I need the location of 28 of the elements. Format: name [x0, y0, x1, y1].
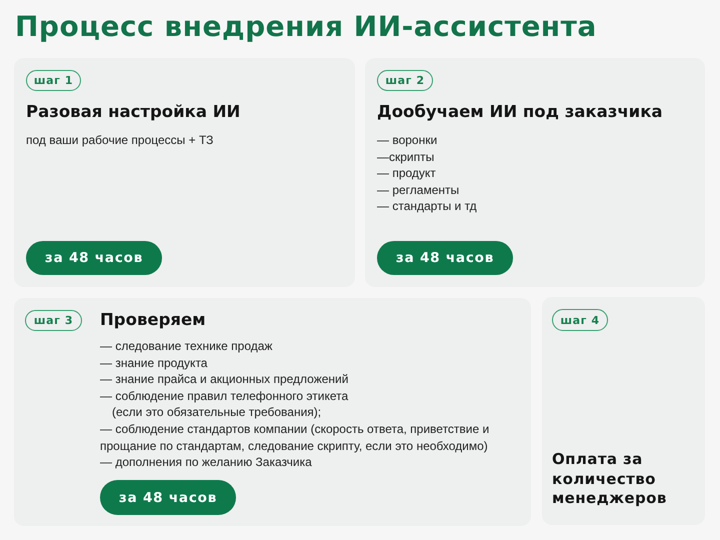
step-card: [14, 58, 355, 287]
step-badge: шаг 3: [25, 310, 82, 331]
list-item: — следование технике продаж: [100, 338, 272, 355]
list-item: — регламенты: [377, 182, 460, 198]
list-item: — соблюдение правил телефонного этикета (если это обязательные требования);: [100, 388, 350, 421]
card-heading: Проверяем: [100, 309, 207, 330]
list-item: — знание продукта: [100, 354, 208, 372]
duration-tag: за 48 часов: [100, 480, 236, 515]
list-item: — знание прайса и акционных предложений: [100, 371, 348, 388]
duration-tag: за 48 часов: [26, 241, 162, 275]
description-text: под ваши рабочие процессы + ТЗ: [26, 132, 214, 149]
card-heading: Дообучаем ИИ под заказчика: [377, 101, 664, 122]
duration-tag: за 48 часов: [377, 241, 513, 275]
step-badge: шаг 2: [377, 70, 433, 91]
card-heading: Разовая настройка ИИ: [26, 101, 242, 122]
list-item: — воронки: [377, 132, 438, 149]
step-badge: шаг 4: [552, 309, 608, 331]
step-card: [542, 297, 705, 525]
step-badge: шаг 1: [26, 70, 81, 91]
step-card: [14, 298, 531, 526]
list-item: — соблюдение стандартов компании (скорость ответа, приветствие и прощание по стандартам, следование скрипту, если это необходимо): [100, 420, 490, 454]
step-card: [365, 58, 705, 287]
list-item: —скрипты: [377, 148, 434, 166]
page-title: Процесс внедрения ИИ-ассистента: [15, 10, 597, 44]
card-heading: Оплата за количество менеджеров: [552, 450, 668, 508]
list-item: — стандарты и тд: [377, 198, 477, 215]
list-item: — дополнения по желанию Заказчика: [100, 454, 312, 471]
list-item: — продукт: [377, 165, 436, 182]
